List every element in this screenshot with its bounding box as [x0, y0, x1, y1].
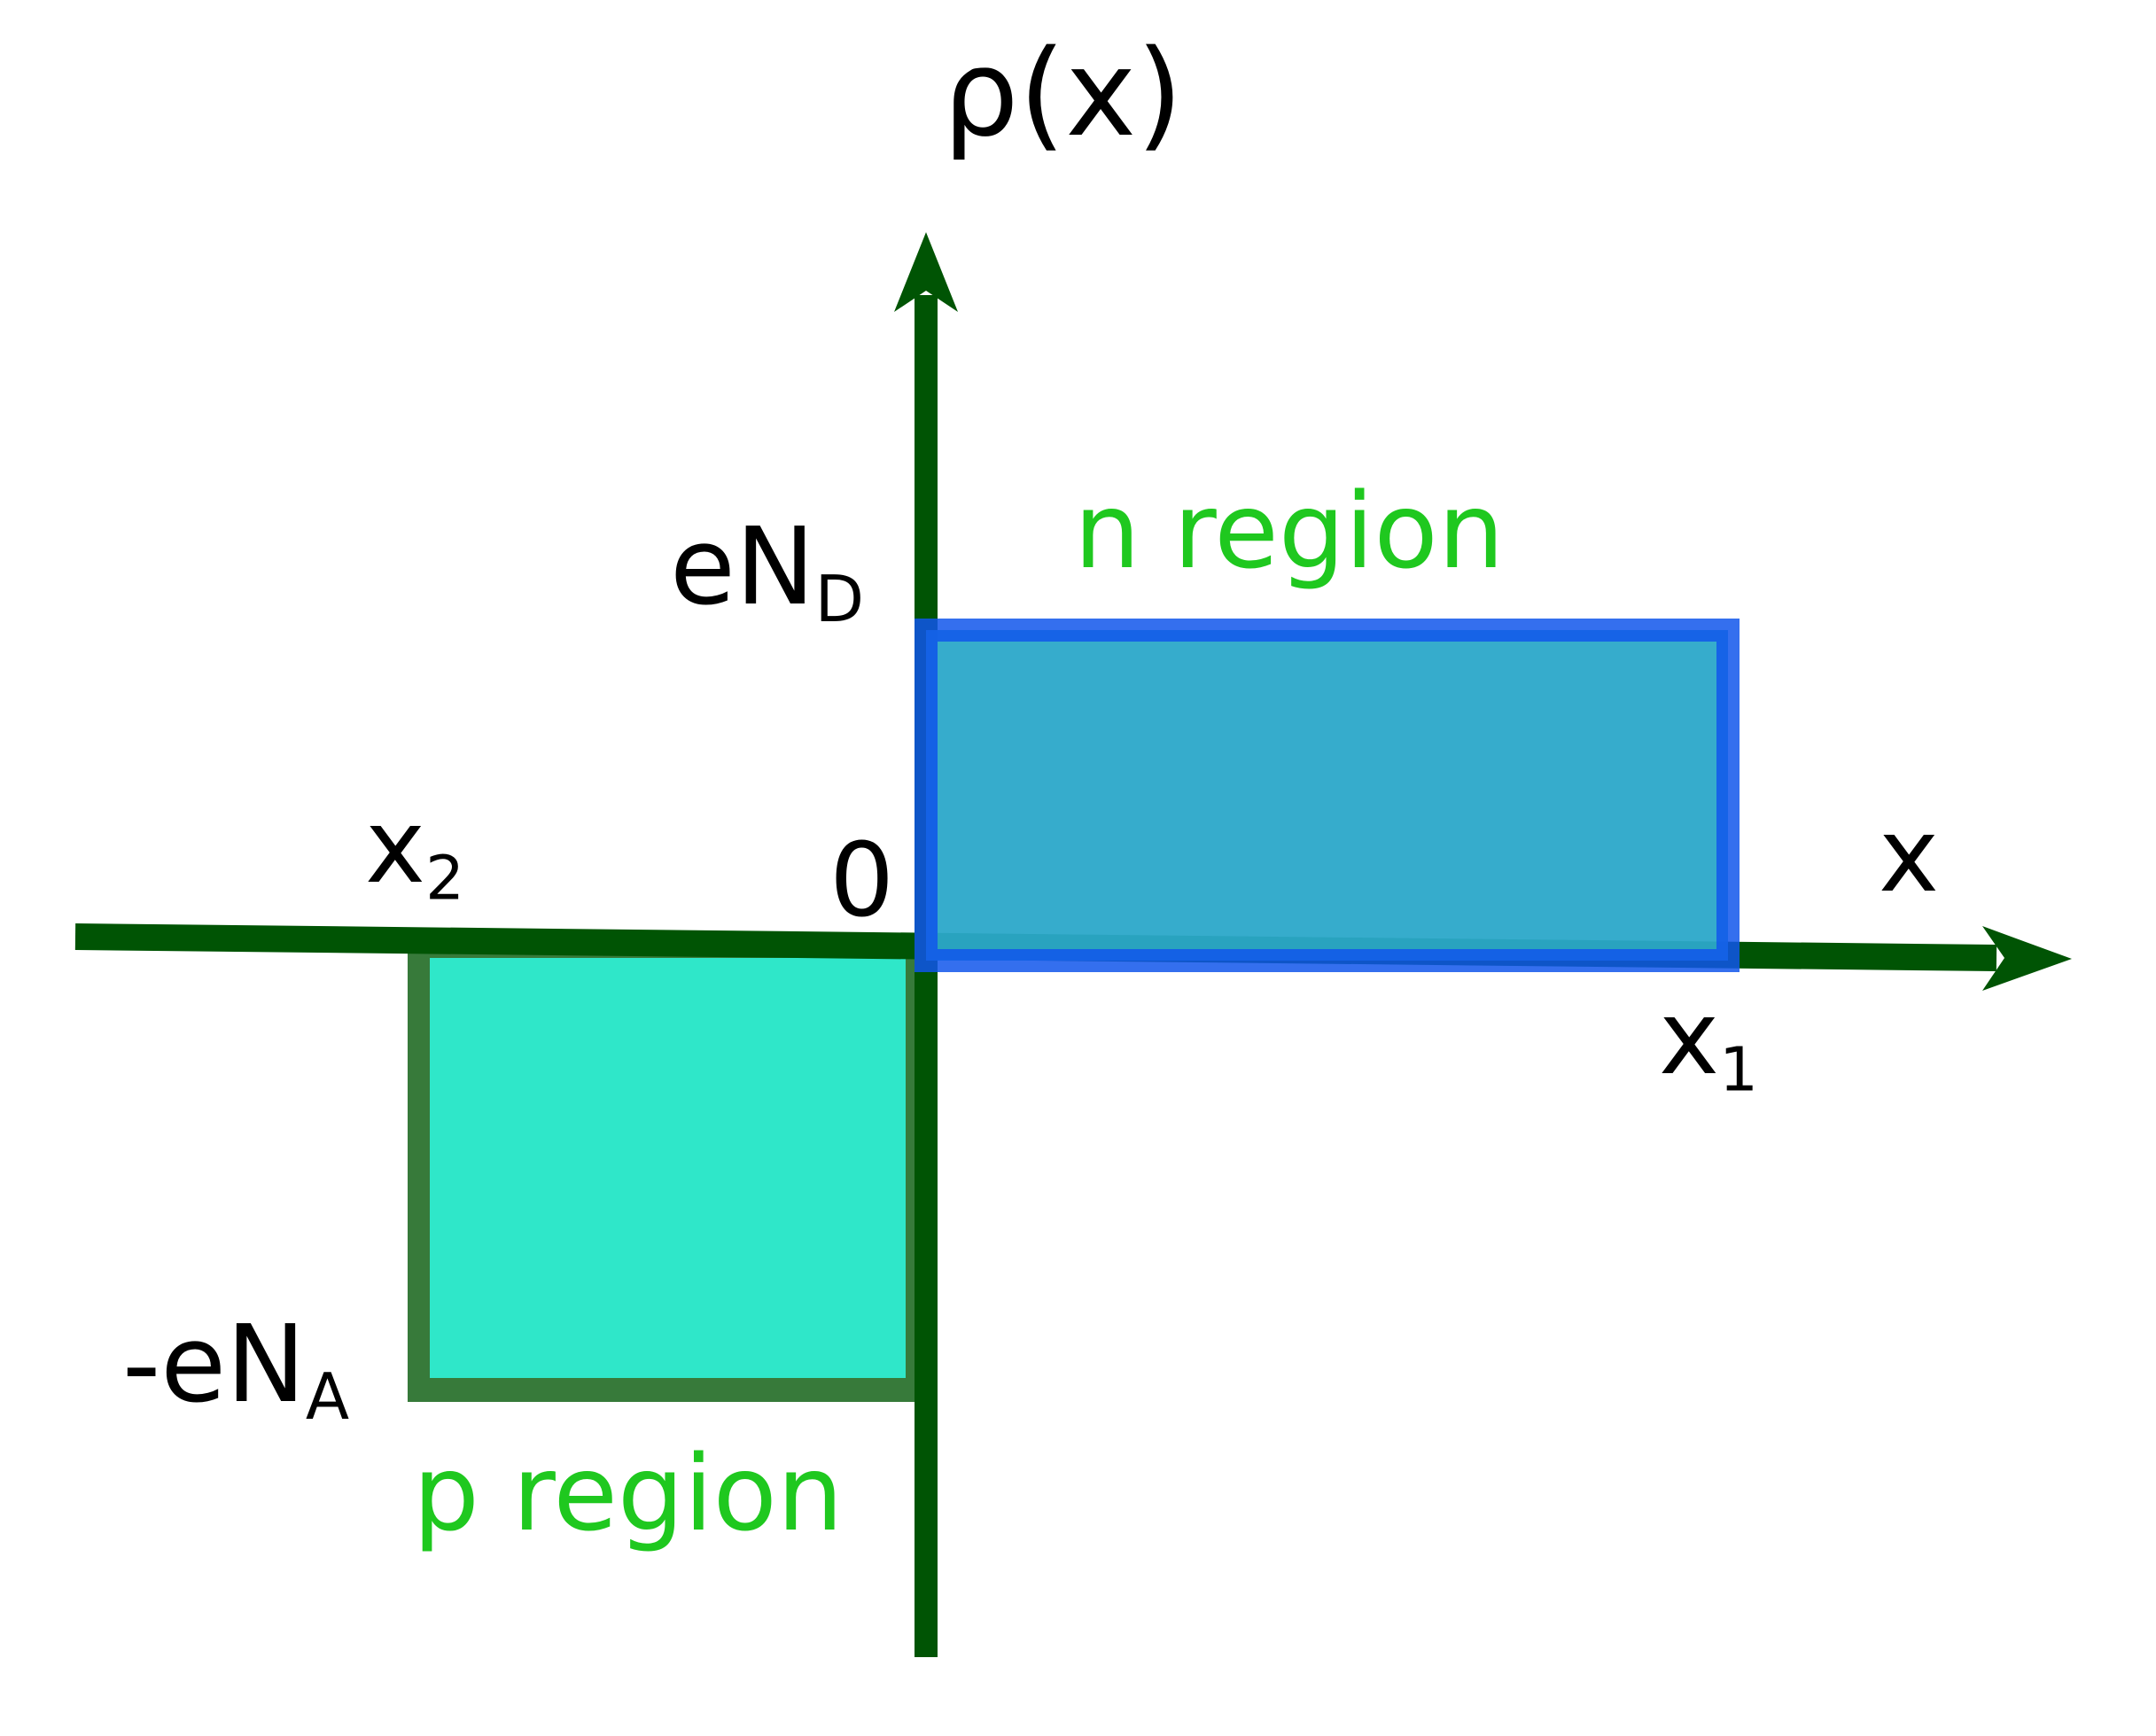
n-region-rect: [915, 619, 1740, 972]
x-axis-arrowhead: [1982, 926, 2072, 991]
origin-label: 0: [829, 821, 895, 940]
y-max-base: eN: [670, 506, 815, 629]
x1-tick-label: x1: [1659, 979, 1758, 1101]
y-min-base: -eN: [122, 1304, 306, 1427]
n-region-label: n region: [1074, 470, 1505, 592]
y-min-tick-label: -eNA: [122, 1304, 349, 1429]
p-region-label: p region: [413, 1432, 844, 1554]
p-region-rect: [430, 958, 906, 1378]
plot-title: ρ(x): [943, 24, 1183, 163]
x2-tick-label: x2: [365, 788, 464, 909]
y-max-sub: D: [814, 562, 865, 637]
y-min-sub: A: [305, 1359, 350, 1435]
x2-sub: 2: [425, 843, 464, 915]
x-axis-label: x: [1879, 797, 1940, 915]
x1-sub: 1: [1719, 1034, 1758, 1106]
x2-base: x: [365, 788, 426, 907]
x1-base: x: [1659, 979, 1720, 1098]
y-axis-arrowhead: [894, 232, 958, 312]
y-max-tick-label: eND: [670, 506, 864, 632]
